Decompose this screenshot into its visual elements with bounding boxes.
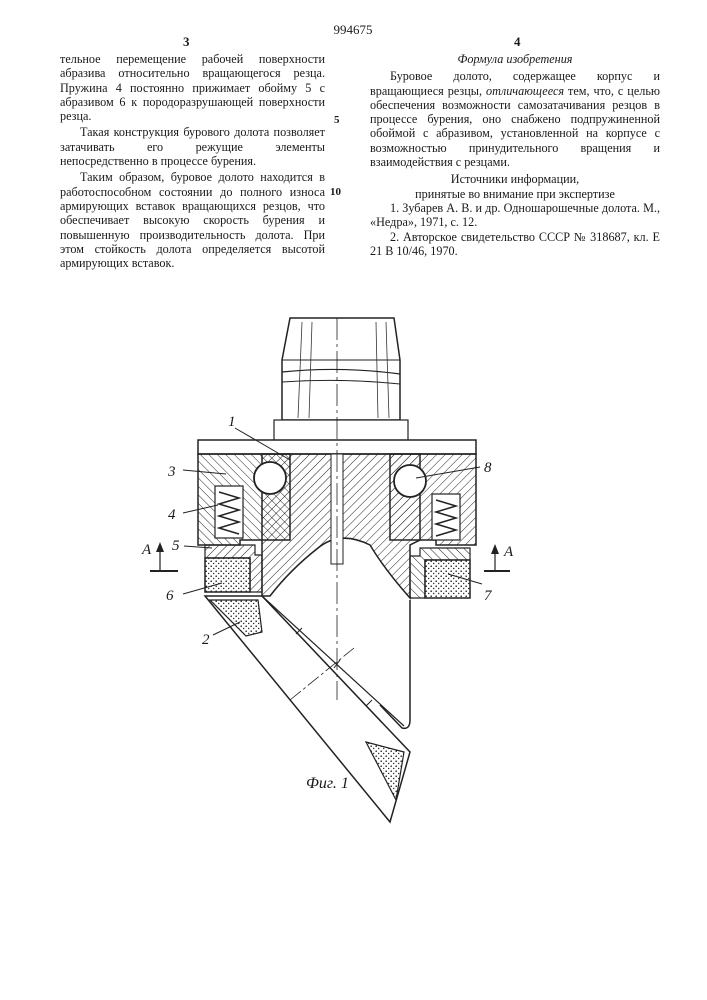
ball-left xyxy=(254,462,286,494)
label-2: 2 xyxy=(202,632,210,648)
shank xyxy=(274,318,408,442)
label-section-a-right: А xyxy=(503,544,514,560)
label-6: 6 xyxy=(166,588,174,604)
label-1: 1 xyxy=(228,414,236,430)
label-4: 4 xyxy=(168,507,176,523)
label-5: 5 xyxy=(172,538,180,554)
figure-caption: Фиг. 1 xyxy=(306,775,349,792)
label-section-a-left: А xyxy=(141,542,152,558)
abrasive-left xyxy=(205,558,250,592)
ball-right xyxy=(394,465,426,497)
label-3: 3 xyxy=(167,464,176,480)
label-7: 7 xyxy=(484,588,493,604)
spring-cavity-left xyxy=(215,486,243,538)
label-8: 8 xyxy=(484,460,492,476)
